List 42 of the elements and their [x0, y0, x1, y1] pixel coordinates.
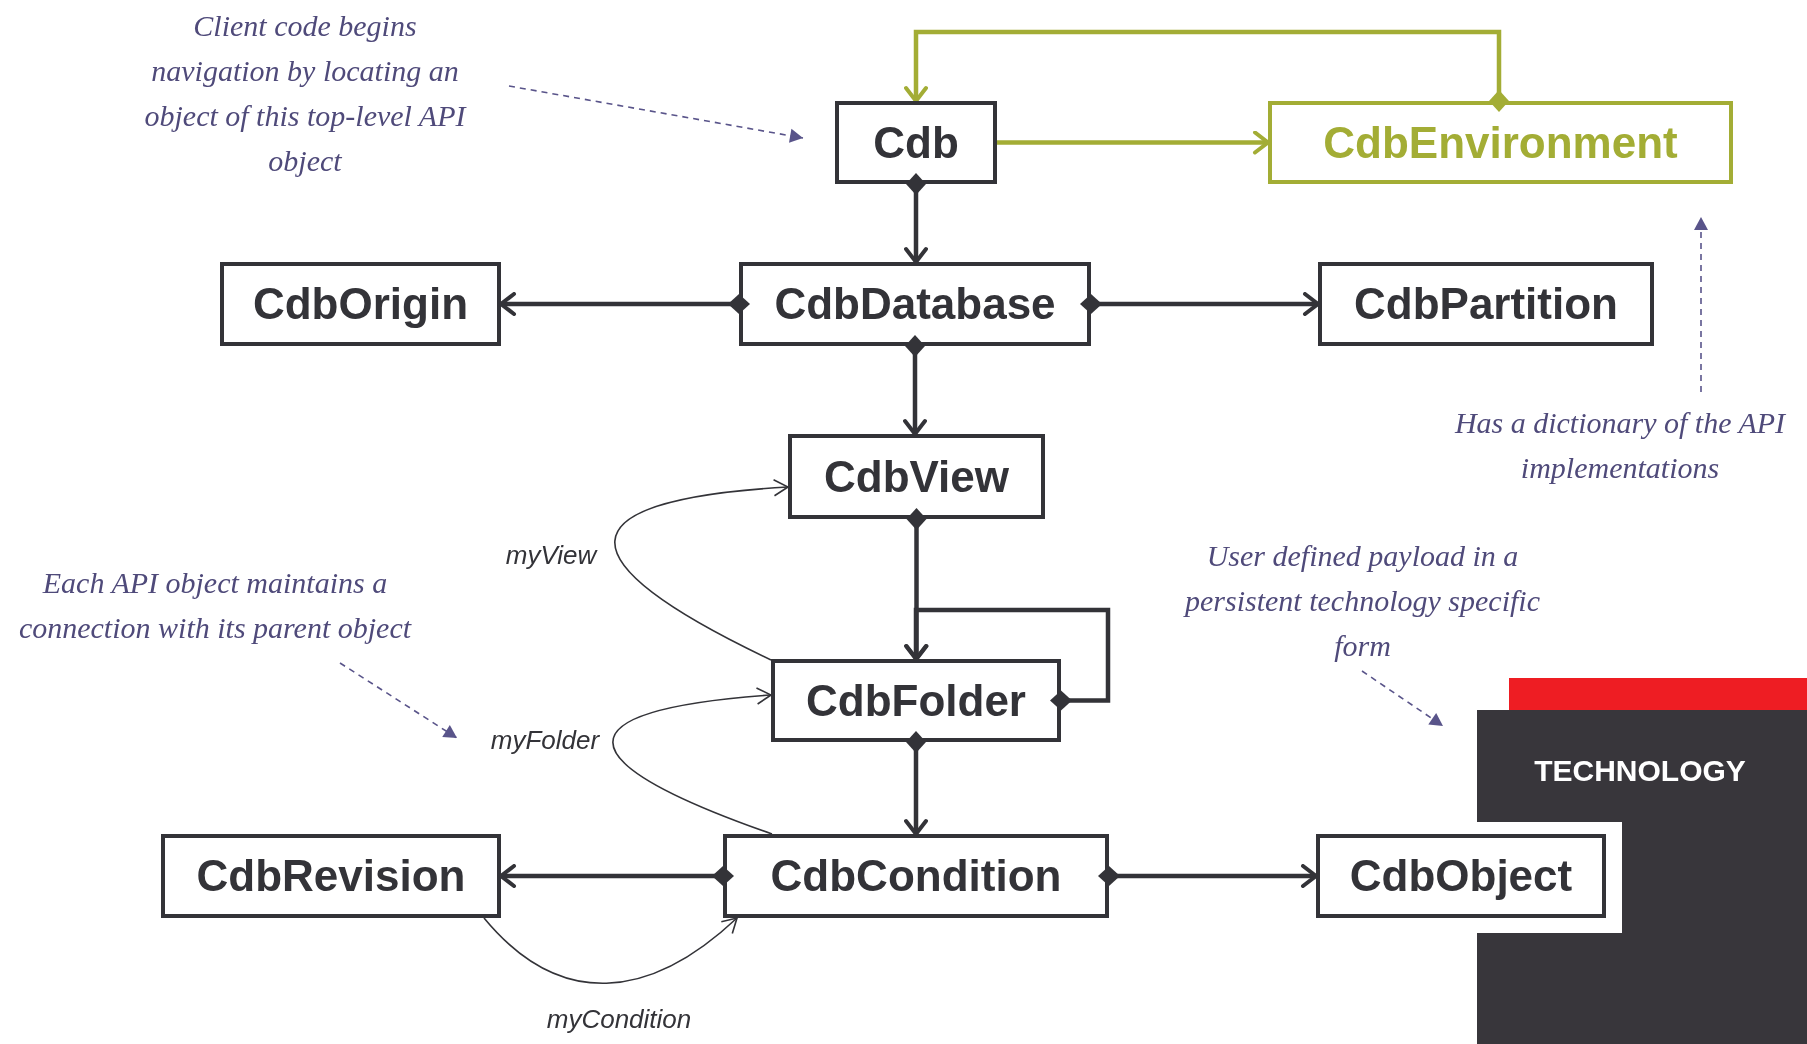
class-box — [771, 659, 1061, 742]
class-box — [739, 262, 1091, 346]
annotation-text: Each API object maintains a connection with its parent object — [17, 565, 413, 646]
class-box — [835, 101, 997, 184]
association-arrow — [499, 864, 734, 888]
class-box — [1318, 262, 1654, 346]
annotation-arrow — [1694, 216, 1708, 393]
reference-arrow — [614, 479, 789, 661]
class-name: CdbEnvironment — [1323, 117, 1678, 168]
association-arrow — [499, 292, 750, 316]
class-name: CdbOrigin — [252, 279, 469, 329]
class-name: Cdb — [873, 117, 959, 168]
association-arrow — [1080, 292, 1320, 316]
association-arrow — [904, 173, 928, 264]
class-box — [161, 834, 501, 918]
reference-arrow — [612, 687, 773, 835]
class-name: CdbPartition — [1354, 279, 1618, 329]
annotation-arrow — [339, 662, 458, 739]
class-box — [723, 834, 1109, 918]
association-arrow — [904, 29, 1509, 112]
class-name: CdbRevision — [196, 851, 466, 901]
association-arrow — [903, 335, 927, 436]
section-label: TECHNOLOGY — [1534, 754, 1746, 788]
annotation-text: User defined payload in a persistent technology specific form — [1182, 537, 1541, 664]
class-box — [1268, 101, 1733, 184]
class-name: CdbDatabase — [774, 279, 1056, 329]
annotation-text: Has a dictionary of the API implementations — [1453, 405, 1787, 486]
class-box — [1316, 834, 1606, 918]
annotation-arrow — [508, 85, 804, 143]
annotation-arrow — [1361, 670, 1444, 727]
class-name: CdbObject — [1349, 851, 1573, 901]
association-arrow — [1098, 864, 1318, 888]
association-arrow — [997, 130, 1270, 155]
class-box — [788, 434, 1045, 519]
class-name: CdbView — [824, 451, 1009, 502]
class-name: CdbCondition — [770, 851, 1062, 901]
annotation-text: Client code begins navigation by locating an object of this top-level API object — [143, 7, 468, 179]
class-box — [220, 262, 501, 346]
class-name: CdbFolder — [806, 675, 1026, 726]
association-arrow — [904, 607, 1111, 711]
reference-arrow — [483, 917, 738, 985]
association-arrow — [904, 731, 928, 836]
